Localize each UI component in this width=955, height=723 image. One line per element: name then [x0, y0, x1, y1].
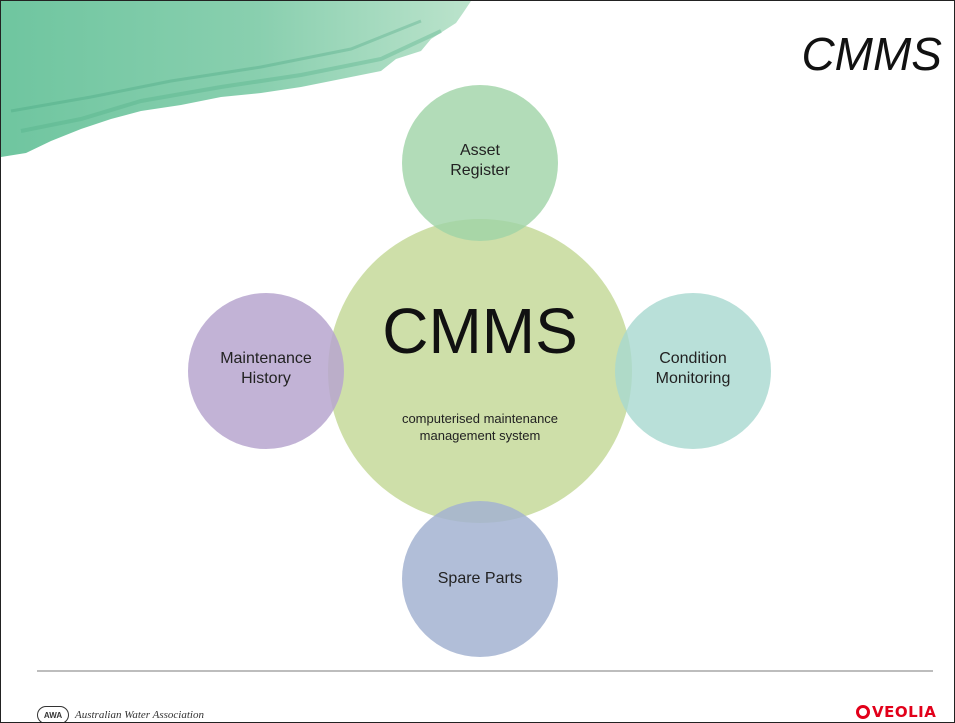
awa-logo: AWA Australian Water Association: [37, 706, 204, 722]
center-title: CMMS: [382, 295, 578, 367]
node-label-top-line2: Register: [450, 162, 510, 179]
slide-title: CMMS: [801, 28, 942, 80]
node-label-left: Maintenance History: [196, 349, 336, 389]
brush-stroke-decoration: [1, 1, 471, 157]
node-label-bottom: Spare Parts: [410, 569, 550, 589]
awa-badge-icon: AWA: [37, 706, 69, 722]
node-circle-right: [615, 293, 771, 449]
node-label-top: Asset Register: [410, 141, 550, 181]
center-subtitle: computerised maintenance management syst…: [370, 411, 590, 445]
node-circle-top: [402, 85, 558, 241]
center-subtitle-line1: computerised maintenance: [401, 411, 559, 426]
veolia-text: VEOLIA: [872, 703, 937, 721]
node-label-right-line2: Monitoring: [655, 370, 731, 387]
node-label-bottom-line1: Spare Parts: [437, 570, 523, 587]
center-circle: [328, 219, 632, 523]
node-label-right: Condition Monitoring: [623, 349, 763, 389]
node-circle-bottom: [402, 501, 558, 657]
node-label-left-line1: Maintenance: [220, 350, 312, 367]
node-label-left-line2: History: [241, 370, 291, 387]
node-label-right-line1: Condition: [659, 350, 727, 367]
footer-divider: [37, 670, 933, 672]
veolia-logo: VEOLIA: [856, 703, 936, 721]
node-label-top-line1: Asset: [459, 142, 500, 159]
veolia-mark-icon: [856, 705, 870, 719]
center-subtitle-line2: management system: [419, 427, 541, 443]
awa-text: Australian Water Association: [75, 709, 204, 721]
node-circle-left: [188, 293, 344, 449]
